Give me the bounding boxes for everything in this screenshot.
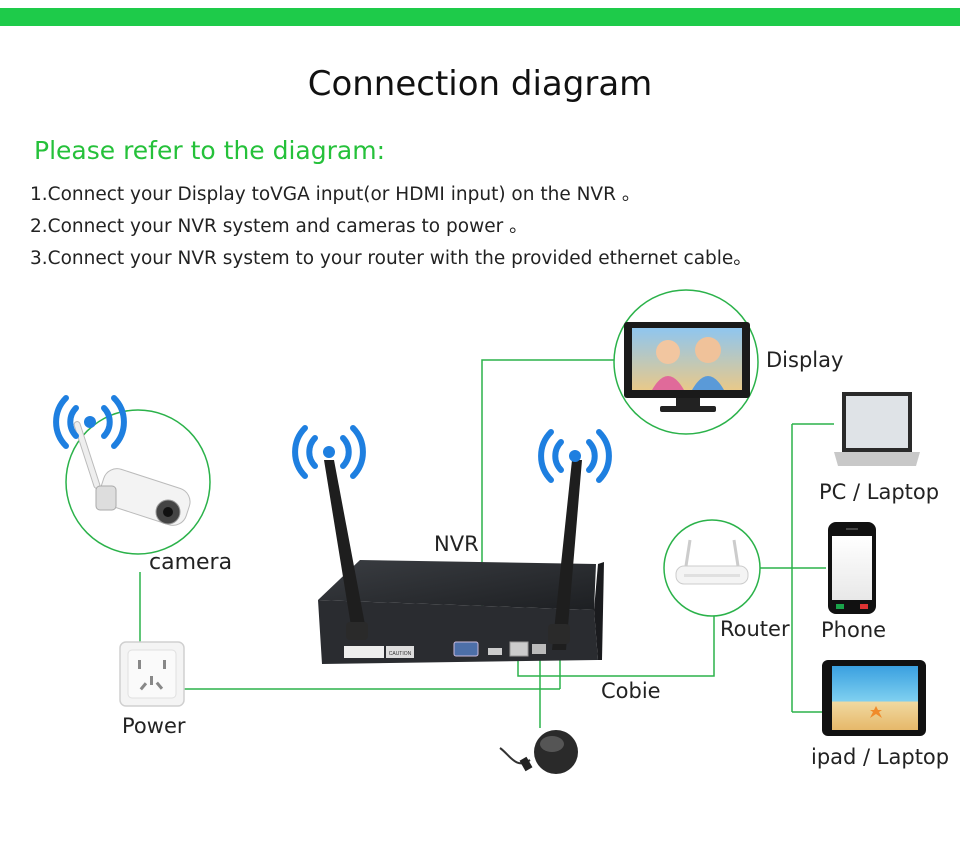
camera-node	[66, 410, 210, 554]
ipad-laptop-label: ipad / Laptop	[811, 745, 949, 769]
nvr-label: NVR	[434, 532, 479, 556]
router-label: Router	[720, 617, 790, 641]
cable-label: Cobie	[601, 679, 661, 703]
display-node	[614, 290, 758, 434]
tablet-icon	[822, 660, 926, 736]
display-label: Display	[766, 348, 843, 372]
nvr-device-icon	[318, 460, 604, 664]
pc-laptop-label: PC / Laptop	[819, 480, 939, 504]
power-label: Power	[122, 714, 186, 738]
router-node	[664, 520, 760, 616]
mouse-icon	[500, 730, 578, 774]
laptop-icon	[834, 392, 920, 466]
phone-label: Phone	[821, 618, 886, 642]
power-outlet-icon	[120, 642, 184, 706]
camera-label: camera	[149, 550, 232, 575]
phone-icon	[828, 522, 876, 614]
nvr-caution-label: CAUTION	[389, 651, 412, 657]
